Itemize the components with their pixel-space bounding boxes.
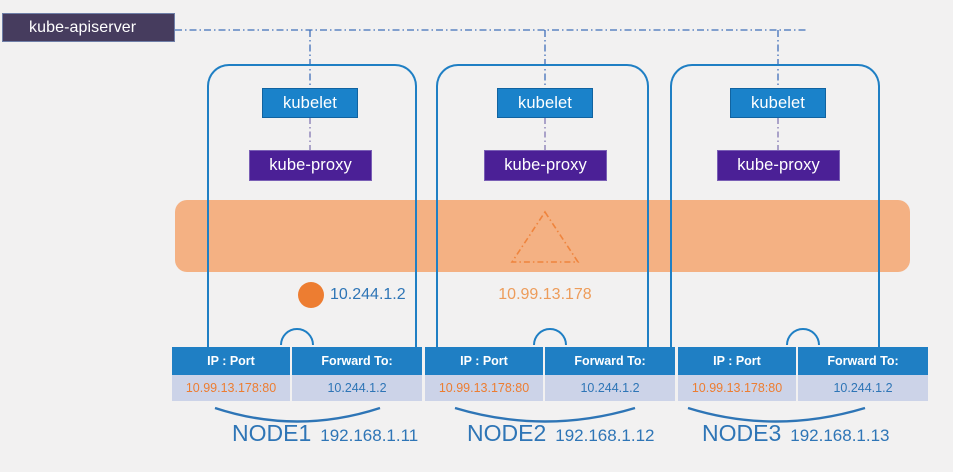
node-name-node2: NODE2: [467, 420, 547, 446]
node-name-node3: NODE3: [702, 420, 782, 446]
node-address-node1: 192.168.1.11: [320, 426, 419, 445]
kube-proxy-label-node2: kube-proxy: [504, 156, 587, 174]
table-header-row: IP : Port Forward To:: [425, 347, 675, 375]
table-header-ip-port: IP : Port: [425, 347, 545, 375]
kubelet-label-node1: kubelet: [283, 93, 337, 112]
node-caption-node2: NODE2 192.168.1.12: [467, 420, 655, 447]
table-header-forward-to: Forward To:: [545, 347, 675, 375]
kubelet-box-node1[interactable]: kubelet: [262, 88, 358, 118]
table-header-forward-to: Forward To:: [798, 347, 928, 375]
service-ip-label: 10.99.13.178: [498, 286, 592, 303]
node-frame-node3: [670, 64, 880, 354]
pod-ip-label: 10.244.1.2: [330, 286, 406, 303]
kubelet-label-node3: kubelet: [751, 93, 805, 112]
table-header-ip-port: IP : Port: [172, 347, 292, 375]
node-name-node1: NODE1: [232, 420, 312, 446]
kube-apiserver-label: kube-apiserver: [29, 18, 137, 36]
kubelet-box-node2[interactable]: kubelet: [497, 88, 593, 118]
node-address-node2: 192.168.1.12: [555, 426, 655, 445]
kubelet-label-node2: kubelet: [518, 93, 572, 112]
table-row: 10.99.13.178:80 10.244.1.2: [425, 375, 675, 401]
table-header-forward-to: Forward To:: [292, 347, 422, 375]
cell-ip-port: 10.99.13.178:80: [678, 375, 798, 401]
kube-proxy-label-node1: kube-proxy: [269, 156, 352, 174]
node-address-node3: 192.168.1.13: [790, 426, 890, 445]
proxy-rules-table-node1: IP : Port Forward To: 10.99.13.178:80 10…: [172, 347, 422, 401]
pod-circle-icon[interactable]: [298, 282, 324, 308]
kube-proxy-box-node1[interactable]: kube-proxy: [249, 150, 372, 181]
node-frame-node2: [436, 64, 649, 354]
node-caption-node1: NODE1 192.168.1.11: [232, 420, 418, 447]
table-row: 10.99.13.178:80 10.244.1.2: [678, 375, 928, 401]
table-header-row: IP : Port Forward To:: [172, 347, 422, 375]
cell-forward-to: 10.244.1.2: [292, 375, 422, 401]
cell-forward-to: 10.244.1.2: [798, 375, 928, 401]
kube-apiserver-box[interactable]: kube-apiserver: [2, 13, 175, 42]
node-frame-node1: [207, 64, 417, 354]
proxy-rules-table-node3: IP : Port Forward To: 10.99.13.178:80 10…: [678, 347, 928, 401]
cell-ip-port: 10.99.13.178:80: [425, 375, 545, 401]
kube-proxy-box-node3[interactable]: kube-proxy: [717, 150, 840, 181]
table-row: 10.99.13.178:80 10.244.1.2: [172, 375, 422, 401]
kubelet-box-node3[interactable]: kubelet: [730, 88, 826, 118]
table-header-row: IP : Port Forward To:: [678, 347, 928, 375]
proxy-rules-table-node2: IP : Port Forward To: 10.99.13.178:80 10…: [425, 347, 675, 401]
kube-proxy-label-node3: kube-proxy: [737, 156, 820, 174]
table-header-ip-port: IP : Port: [678, 347, 798, 375]
kube-proxy-box-node2[interactable]: kube-proxy: [484, 150, 607, 181]
cell-forward-to: 10.244.1.2: [545, 375, 675, 401]
cell-ip-port: 10.99.13.178:80: [172, 375, 292, 401]
node-caption-node3: NODE3 192.168.1.13: [702, 420, 890, 447]
